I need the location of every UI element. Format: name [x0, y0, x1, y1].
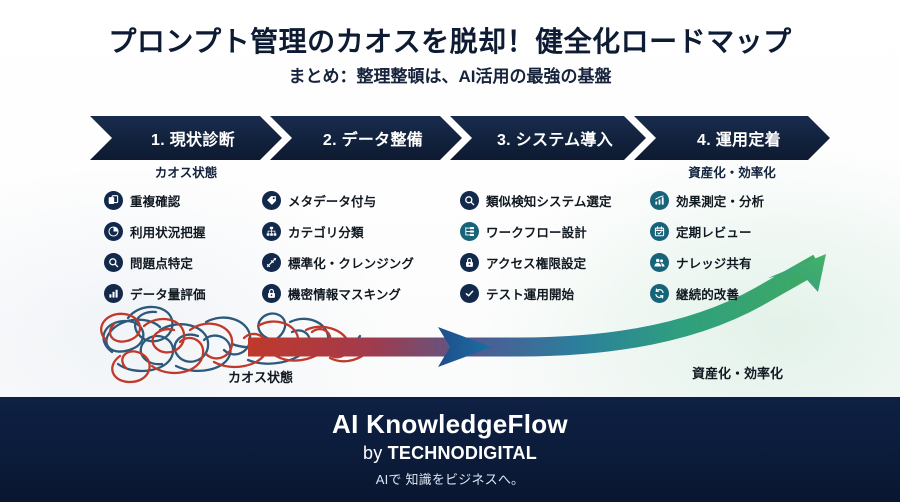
list-item-label: 利用状況把握	[130, 225, 206, 240]
step-subcaption-1: カオス状態	[154, 166, 218, 180]
list-item[interactable]: 重複確認	[104, 186, 206, 214]
chaos-state-caption: カオス状態	[228, 370, 294, 385]
flow-arrowhead-green	[768, 254, 826, 292]
list-item-label: データ量評価	[130, 287, 206, 302]
chart-line-icon	[650, 190, 669, 210]
roadmap-steps: 1. 現状診断 2. データ整備 3. システム導入 4. 運用定着	[0, 116, 900, 160]
list-item[interactable]: 問題点特定	[104, 248, 206, 276]
list-item-label: ナレッジ共有	[676, 256, 752, 271]
step-column-1: 重複確認利用状況把握問題点特定データ量評価	[104, 186, 206, 310]
copy-icon	[104, 190, 123, 210]
list-item-label: カテゴリ分類	[288, 225, 364, 240]
list-item[interactable]: 標準化・クレンジング	[262, 248, 414, 276]
step-chevron-1[interactable]: 1. 現状診断	[90, 116, 282, 160]
footer-by-prefix: by	[363, 442, 388, 463]
step-chevron-label: 4. 運用定着	[697, 132, 781, 149]
list-item[interactable]: アクセス権限設定	[460, 248, 612, 276]
footer-by: by TECHNODIGITAL	[363, 443, 537, 464]
step-chevron-2[interactable]: 2. データ整備	[270, 116, 462, 160]
list-item-label: 機密情報マスキング	[288, 287, 402, 302]
lock-icon	[262, 283, 281, 303]
search-icon	[460, 190, 479, 210]
search-icon	[104, 252, 123, 272]
flow-bar	[248, 338, 828, 356]
list-item-label: 定期レビュー	[676, 225, 752, 240]
pie-chart-icon	[104, 221, 123, 241]
list-item[interactable]: 定期レビュー	[650, 217, 764, 245]
list-item-label: 継続的改善	[676, 287, 740, 302]
list-item-label: ワークフロー設計	[486, 225, 587, 240]
step-column-2: メタデータ付与カテゴリ分類標準化・クレンジング機密情報マスキング	[262, 186, 414, 310]
list-item[interactable]: 利用状況把握	[104, 217, 206, 245]
list-item[interactable]: データ量評価	[104, 279, 206, 307]
page-title: プロンプト管理のカオスを脱却！健全化ロードマップ	[108, 26, 792, 57]
step-chevron-4[interactable]: 4. 運用定着	[634, 116, 830, 160]
step-column-4: 効果測定・分析定期レビューナレッジ共有継続的改善	[650, 186, 764, 310]
workflow-icon	[460, 221, 479, 241]
footer-company: TECHNODIGITAL	[387, 442, 537, 463]
refresh-icon	[650, 283, 669, 303]
list-item[interactable]: 効果測定・分析	[650, 186, 764, 214]
list-item[interactable]: ナレッジ共有	[650, 248, 764, 276]
flow-arrowhead-blue	[438, 327, 492, 367]
list-item-label: アクセス権限設定	[486, 256, 587, 271]
list-item-label: メタデータ付与	[288, 194, 377, 209]
broom-icon	[262, 252, 281, 272]
list-item-label: 問題点特定	[130, 256, 194, 271]
list-item[interactable]: 機密情報マスキング	[262, 279, 414, 307]
list-item-label: 効果測定・分析	[676, 194, 765, 209]
list-item[interactable]: カテゴリ分類	[262, 217, 414, 245]
step-subcaption-4: 資産化・効率化	[688, 166, 776, 180]
page-subtitle: まとめ：整理整頓は、AI活用の最強の基盤	[288, 67, 612, 86]
list-item[interactable]: 類似検知システム選定	[460, 186, 612, 214]
step-chevron-label: 2. データ整備	[322, 132, 424, 149]
list-item[interactable]: 継続的改善	[650, 279, 764, 307]
step-chevron-label: 1. 現状診断	[151, 132, 235, 149]
list-item[interactable]: メタデータ付与	[262, 186, 414, 214]
tag-icon	[262, 190, 281, 210]
step-column-3: 類似検知システム選定ワークフロー設計アクセス権限設定テスト運用開始	[460, 186, 612, 310]
check-circle-icon	[460, 283, 479, 303]
users-icon	[650, 252, 669, 272]
footer-bar: AI KnowledgeFlow by TECHNODIGITAL AIで 知識…	[0, 397, 900, 502]
footer-brand: AI KnowledgeFlow	[332, 409, 568, 440]
step-chevron-label: 3. システム導入	[496, 132, 613, 149]
bar-chart-icon	[104, 283, 123, 303]
list-item-label: 標準化・クレンジング	[288, 256, 415, 271]
lock-icon	[460, 252, 479, 272]
step-chevron-3[interactable]: 3. システム導入	[450, 116, 646, 160]
asset-efficiency-caption: 資産化・効率化	[692, 366, 784, 381]
calendar-icon	[650, 221, 669, 241]
list-item[interactable]: ワークフロー設計	[460, 217, 612, 245]
list-item-label: テスト運用開始	[486, 287, 575, 302]
list-item[interactable]: テスト運用開始	[460, 279, 612, 307]
list-item-label: 類似検知システム選定	[486, 194, 612, 209]
list-item-label: 重複確認	[130, 194, 181, 209]
footer-tagline: AIで 知識をビジネスへ。	[375, 471, 525, 487]
sitemap-icon	[262, 221, 281, 241]
